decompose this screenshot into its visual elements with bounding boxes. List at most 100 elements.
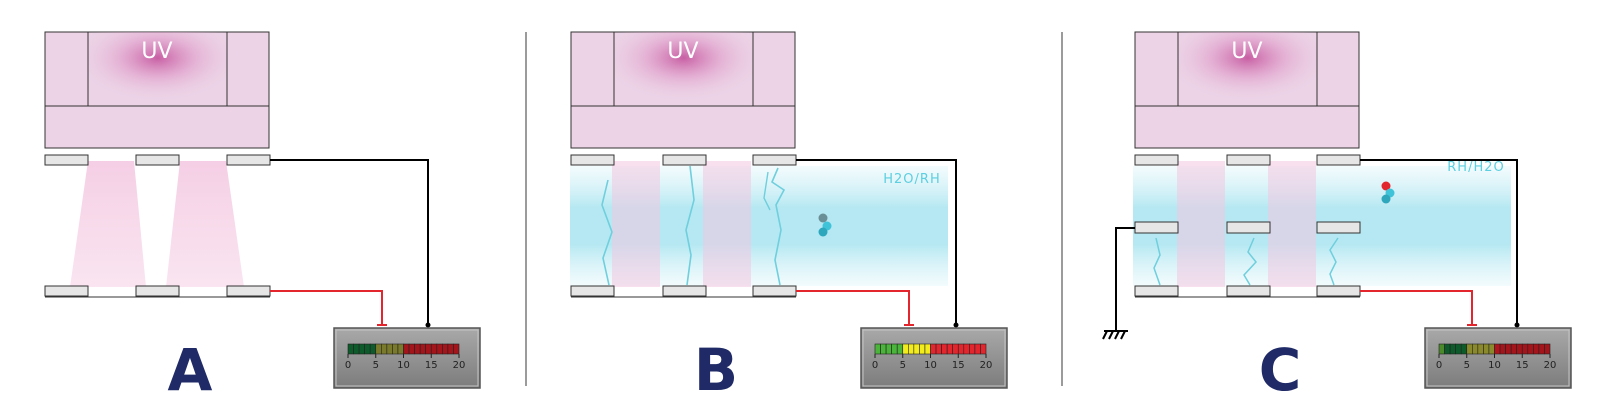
meter-segment (957, 343, 965, 355)
meter-segment (397, 343, 404, 355)
meter-segment (1477, 343, 1484, 355)
top-electrode (1134, 154, 1179, 166)
meter-tick-label: 10 (1488, 360, 1501, 371)
meter-segment (946, 343, 954, 355)
meter-segment (1521, 343, 1529, 355)
meter-segment (891, 343, 898, 355)
meter-tick-label: 5 (900, 360, 906, 371)
bottom-electrode (1316, 285, 1361, 297)
uv-beam (166, 161, 244, 287)
meter-segment (952, 343, 959, 355)
panel-letter: A (168, 336, 213, 404)
guard-electrode (1316, 221, 1361, 234)
meter-segment (913, 343, 920, 355)
meter-segment (453, 343, 460, 355)
meter-segment (1510, 343, 1518, 355)
panel-a: UV 0 5 10 15 20 A (44, 31, 481, 404)
top-electrode (135, 154, 180, 166)
top-electrode (662, 154, 707, 166)
meter-segment (902, 343, 909, 355)
meter-segment (963, 343, 970, 355)
meter-segment (1438, 343, 1445, 355)
meter-tick-label: 15 (1516, 360, 1529, 371)
ground-wire (1360, 159, 1518, 325)
ground-wire (796, 159, 957, 325)
guard-electrode (1134, 221, 1179, 234)
water-molecule-icon (1381, 181, 1395, 204)
meter-segment (1499, 343, 1506, 355)
meter-segment (941, 343, 948, 355)
bottom-electrode (752, 285, 797, 297)
bottom-electrode (135, 285, 180, 297)
uv-beam (70, 161, 146, 287)
meter-segment (1449, 343, 1456, 355)
meter-body (333, 327, 481, 389)
meter-segment (1494, 343, 1501, 355)
meter-segment (436, 343, 443, 355)
meter-segment (907, 343, 915, 355)
meter-segment (1483, 343, 1490, 355)
meter-segment (369, 343, 377, 355)
meter-segment (358, 343, 365, 355)
uv-glow (1178, 32, 1317, 106)
guard-electrode (1226, 221, 1271, 234)
conduction-path (1329, 237, 1339, 286)
uv-glow (88, 32, 227, 106)
humidity-label: RH/H2O (1447, 160, 1504, 175)
meter: 0 5 10 15 20 (333, 327, 481, 389)
meter-tick-label: 5 (373, 360, 379, 371)
meter-segment (430, 343, 438, 355)
meter-tick-label: 20 (1544, 360, 1557, 371)
meter-segment (1538, 343, 1545, 355)
meter-segment (1527, 343, 1534, 355)
meter-segment (408, 343, 415, 355)
meter-tick-label: 20 (453, 360, 466, 371)
meter-segment (447, 343, 454, 355)
top-electrode (226, 154, 271, 166)
meter-segment (425, 343, 432, 355)
meter-segment (969, 343, 976, 355)
panel-letter: B (694, 336, 738, 404)
meter-segment (1533, 343, 1540, 355)
top-electrode (44, 154, 89, 166)
meter-segment (885, 343, 892, 355)
meter-segment (874, 343, 881, 355)
meter-body (860, 327, 1008, 389)
water-molecule-icon (818, 213, 832, 237)
meter-segment (880, 343, 887, 355)
meter-tick-label: 0 (345, 360, 351, 371)
meter-tick-label: 10 (397, 360, 410, 371)
uv-label: UV (141, 39, 172, 64)
signal-wire (270, 290, 383, 325)
meter-segment (1455, 343, 1462, 355)
meter-segment (392, 343, 399, 355)
meter-segment (1466, 343, 1473, 355)
bottom-electrode (662, 285, 707, 297)
top-electrode (1316, 154, 1361, 166)
bottom-electrode (570, 285, 615, 297)
top-electrode (570, 154, 615, 166)
meter-segment (924, 343, 931, 355)
meter-segment (442, 343, 449, 355)
bottom-electrode (226, 285, 271, 297)
uv-glow (614, 32, 753, 106)
conduction-path (771, 167, 786, 286)
conduction-path (685, 165, 695, 286)
meter-body (1424, 327, 1572, 389)
meter-segment (919, 343, 926, 355)
meter-segment (353, 343, 360, 355)
bottom-electrode (44, 285, 89, 297)
ground-symbol-icon (1102, 330, 1128, 340)
meter-segment (974, 343, 981, 355)
signal-wire (796, 290, 910, 325)
meter-segment (1516, 343, 1523, 355)
top-electrode (1226, 154, 1271, 166)
uv-label: UV (1231, 39, 1262, 64)
meter-tick-label: 15 (425, 360, 438, 371)
uv-beam (1177, 161, 1225, 287)
meter-tick-label: 5 (1464, 360, 1470, 371)
meter-tick-label: 15 (952, 360, 965, 371)
